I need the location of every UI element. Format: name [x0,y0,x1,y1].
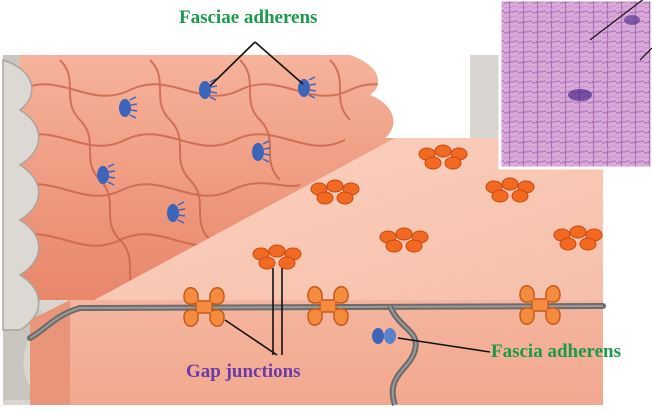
histology-inset [500,0,652,168]
label-gap-junctions: Gap junctions [186,362,301,381]
label-fascia-adherens: Fascia adherens [491,342,621,361]
label-fasciae-adherens: Fasciae adherens [179,8,317,27]
